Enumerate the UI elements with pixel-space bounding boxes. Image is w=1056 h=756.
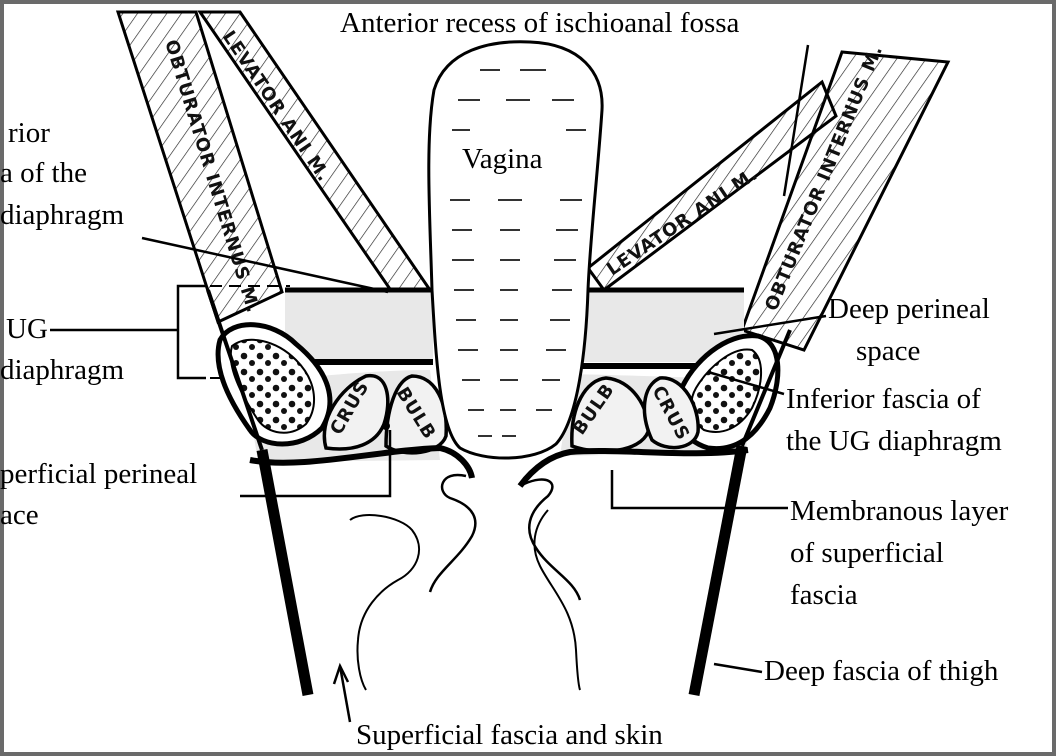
label-anterior-recess: Anterior recess of ischioanal fossa	[340, 6, 739, 40]
label-superior-fascia-line3: diaphragm	[0, 198, 124, 232]
label-membranous-line3: fascia	[790, 578, 858, 612]
label-superficial-space-line1: perficial perineal	[0, 457, 197, 491]
label-superior-fascia-line2: a of the	[0, 156, 87, 190]
leader-membranous	[612, 470, 788, 508]
label-deep-space-line2: space	[856, 334, 920, 368]
label-membranous-line2: of superficial	[790, 536, 944, 570]
label-vagina: Vagina	[462, 142, 543, 176]
labia	[350, 475, 580, 690]
pointer-dot	[382, 422, 390, 430]
label-superficial-fascia-skin: Superficial fascia and skin	[356, 718, 663, 752]
levator-ani-right-text: LEVATOR ANI M.	[603, 164, 762, 281]
label-superior-fascia-line1: rior	[8, 116, 50, 150]
label-membranous-line1: Membranous layer	[790, 494, 1008, 528]
label-ug-line1: UG	[6, 312, 48, 346]
vagina	[429, 42, 602, 458]
label-deep-space-line1: Deep perineal	[828, 292, 990, 326]
leader-deep-fascia-thigh	[714, 664, 762, 672]
label-deep-fascia-thigh: Deep fascia of thigh	[764, 654, 998, 688]
label-inferior-fascia-line1: Inferior fascia of	[786, 382, 981, 416]
label-ug-line2: diaphragm	[0, 353, 124, 387]
label-inferior-fascia-line2: the UG diaphragm	[786, 424, 1002, 458]
label-superficial-space-line2: ace	[0, 498, 39, 532]
